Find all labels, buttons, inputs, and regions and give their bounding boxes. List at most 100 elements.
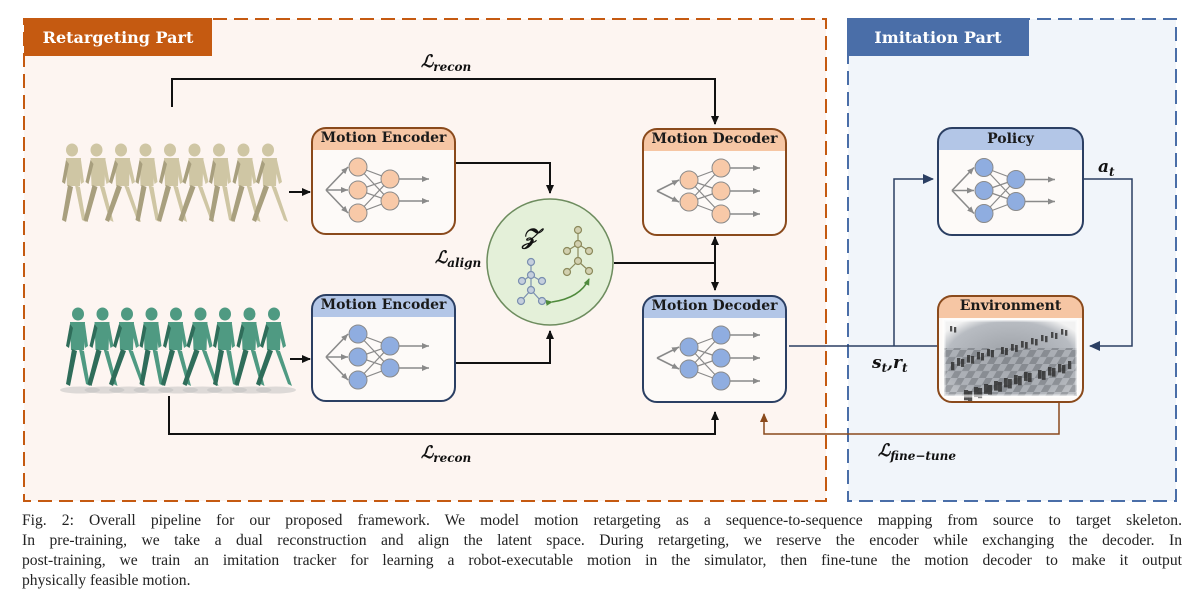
target-motion-encoder-header [312, 295, 455, 317]
simulated-agent [998, 382, 1002, 392]
environment-title: Environment [959, 298, 1062, 314]
simulated-agent [1018, 376, 1022, 386]
policy-network-header [938, 128, 1083, 150]
source-encoder-title: Motion Encoder [320, 130, 447, 146]
simulated-agent [981, 353, 985, 361]
source-motion-decoder-header [643, 129, 786, 151]
simulated-agent [961, 359, 965, 367]
latent-z-symbol: 𝒵 [522, 224, 539, 250]
recon-top-connector [171, 78, 719, 125]
source-motion-decoder-bg [643, 129, 786, 235]
loss-symbol: ℒ [878, 441, 891, 461]
caption-line: Fig. 2: Overall pipeline for our propose… [22, 512, 1182, 529]
loss-symbol: ℒ [421, 443, 434, 463]
neural-network-icon [656, 158, 760, 224]
source-motion-decoder [642, 128, 787, 236]
neuron-node [679, 170, 699, 190]
simulated-agent [951, 362, 955, 371]
figure-caption: Fig. 2: Overall pipeline for our propose… [22, 511, 1182, 591]
state-reward-signal-label: st,rt [872, 353, 908, 375]
neuron-node [974, 181, 994, 200]
retargeting-label-bg [24, 18, 212, 56]
simulated-agent [1041, 335, 1044, 342]
neuron-node [711, 158, 731, 178]
neuron-node [711, 181, 731, 201]
simulated-agent [1024, 372, 1028, 381]
diagram-canvas [23, 18, 1177, 502]
neuron-node [679, 337, 699, 357]
neuron-node [348, 324, 368, 344]
simulated-agent [1042, 371, 1046, 380]
neuron-node [1006, 192, 1026, 211]
simulated-agent [1008, 379, 1012, 389]
policy-title: Policy [987, 131, 1034, 147]
human-figure [105, 143, 141, 222]
neuron-node [711, 371, 731, 391]
neural-network-icon [951, 158, 1055, 223]
neuron-node [679, 192, 699, 212]
simulated-agent [1051, 332, 1054, 338]
robot-figure [60, 307, 100, 394]
simulated-agent [1061, 329, 1064, 335]
loss-symbol: ℒ [421, 52, 434, 72]
simulated-agent [994, 381, 998, 391]
human-walking-sequence-image [62, 143, 288, 222]
simulated-agent [977, 352, 981, 360]
input-edge [325, 356, 349, 381]
loss-subscript: recon [433, 60, 472, 74]
caption-line: In pre-training, we take a dual reconstr… [22, 532, 1182, 549]
retargeting-part-label: Retargeting Part [42, 27, 194, 47]
robot-figure [256, 307, 296, 394]
neural-network-icon [656, 325, 760, 391]
human-figure [62, 143, 86, 222]
simulated-agent [988, 385, 993, 395]
simulated-agent [1025, 342, 1028, 349]
neuron-node [380, 169, 400, 189]
action-signal-label: at [1098, 157, 1115, 179]
simulated-agent [1021, 341, 1024, 348]
human-figure [83, 143, 114, 222]
simulated-agent [1055, 333, 1058, 339]
fine-tune-loss-label: ℒfine−tune [878, 441, 956, 463]
pipeline-diagram: Retargeting Part Imitation Part Motion E… [23, 18, 1177, 502]
simulated-agent [1048, 367, 1052, 376]
simulated-agent [957, 358, 961, 366]
input-edge [656, 346, 680, 359]
alignment-double-arrow [545, 278, 590, 306]
target-motion-decoder-border [642, 295, 787, 403]
environment-simulator-border [937, 295, 1084, 403]
state-to-policy-arrow [893, 174, 934, 346]
caption-line: post-training, we train an imitation tra… [22, 552, 1182, 569]
human-figure [230, 143, 261, 222]
input-edge [656, 190, 680, 203]
action-symbol: a [1098, 157, 1110, 177]
neuron-node [380, 336, 400, 356]
neural-network-icon [325, 324, 429, 390]
robot-walking-sequence-image [60, 307, 296, 394]
target-encoder-title: Motion Encoder [320, 297, 447, 313]
simulated-agent [950, 326, 953, 332]
source-decoder-title: Motion Decoder [651, 131, 778, 147]
imitation-part-label: Imitation Part [874, 27, 1002, 47]
loss-subscript: fine−tune [890, 449, 957, 463]
simulated-agent [1031, 338, 1034, 345]
simulated-agent [1052, 368, 1056, 377]
simulated-agent [971, 356, 975, 364]
neuron-node [380, 358, 400, 378]
neuron-node [348, 347, 368, 367]
simulated-agent [1038, 370, 1042, 379]
state-subscript: t [881, 361, 888, 375]
retargeting-section-border [23, 18, 827, 502]
neuron-node [711, 348, 731, 368]
latent-space-circle [486, 198, 614, 326]
target-motion-decoder [642, 295, 787, 403]
neuron-node [974, 158, 994, 177]
simulated-agent [1014, 375, 1018, 385]
simulated-agent [1011, 344, 1014, 351]
simulated-agent [967, 355, 971, 363]
simulated-agent [1045, 336, 1048, 343]
simulated-agent [1004, 378, 1008, 388]
robot-figure [133, 307, 174, 394]
simulated-agent [1001, 347, 1004, 355]
neuron-node [380, 191, 400, 211]
